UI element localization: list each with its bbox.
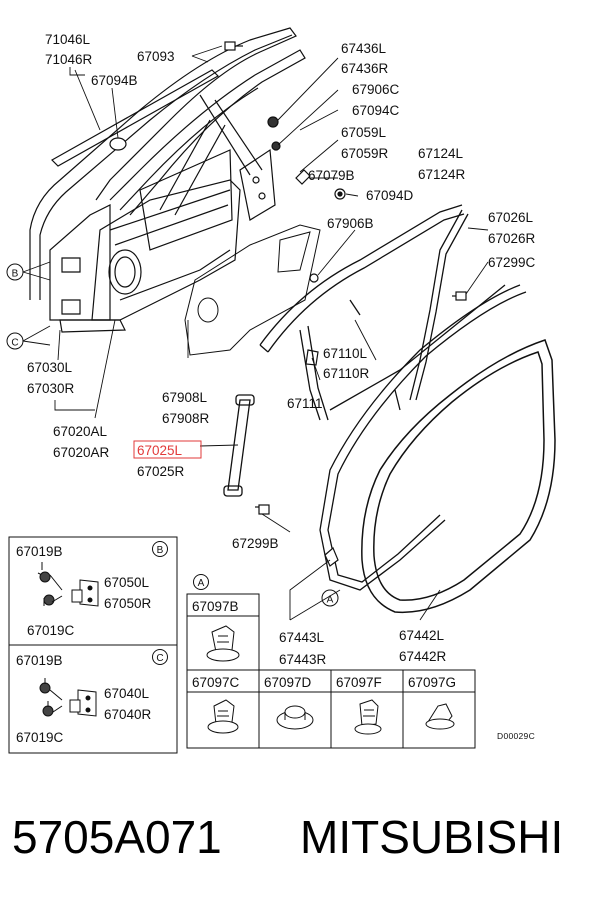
door-frame-assembly	[29, 27, 306, 333]
door-check-arm	[223, 394, 255, 497]
label-67124R: 67124R	[418, 167, 466, 182]
label-67299C: 67299C	[488, 255, 536, 270]
inset-b: B 67019B 67050L 67050R 67019C	[8, 536, 178, 646]
clip-67906B-icon	[309, 273, 319, 283]
brand-name: MITSUBISHI	[300, 811, 563, 863]
label-67020AR: 67020AR	[53, 445, 110, 460]
label-67025L: 67025L	[137, 443, 183, 458]
label-71046R: 71046R	[45, 52, 93, 67]
inset-b-top-label: 67019B	[16, 544, 63, 559]
belt-molding-strip	[51, 69, 219, 167]
label-67443L: 67443L	[279, 630, 325, 645]
inset-c-hinge-icon	[39, 678, 97, 717]
label-67908R: 67908R	[162, 411, 210, 426]
callout-b-mark: B	[12, 269, 19, 280]
label-67442R: 67442R	[399, 649, 447, 664]
plug-67906C-icon	[271, 141, 281, 151]
clip-table-cell-4: 67097G	[408, 675, 456, 690]
label-67110L: 67110L	[323, 346, 368, 361]
clip-67097G-icon	[425, 703, 455, 730]
label-67025R: 67025R	[137, 464, 185, 479]
label-67906C: 67906C	[352, 82, 400, 97]
inset-b-tag: B	[157, 545, 164, 556]
bolt-67299C-icon	[452, 291, 467, 301]
inset-c-tag: C	[156, 653, 163, 664]
waterproof-film	[184, 224, 321, 356]
clip-67094B-icon	[109, 137, 127, 151]
nut-67436-icon	[267, 116, 279, 128]
highlight-box-67025L	[133, 440, 202, 459]
label-67093: 67093	[137, 49, 175, 64]
label-67094C: 67094C	[352, 103, 400, 118]
sash-weatherstrip	[394, 209, 469, 411]
part-number: 5705A071	[12, 811, 222, 863]
label-67908L: 67908L	[162, 390, 208, 405]
inset-b-bottom-label: 67019C	[27, 623, 75, 638]
clip-67097D-icon	[276, 705, 314, 730]
clip-table-tag: A	[198, 578, 205, 589]
screw-67093-icon	[224, 41, 243, 51]
clip-table: A 67097B 67097C 67097D 67097F 67097G	[186, 574, 476, 749]
clip-table-cell-3: 67097F	[336, 675, 382, 690]
drawing-code: D00029C	[497, 731, 535, 741]
label-67906B: 67906B	[327, 216, 374, 231]
label-67026L: 67026L	[488, 210, 534, 225]
inset-c-bottom-label: 67019C	[16, 730, 64, 745]
inset-b-side-label-l: 67050L	[104, 575, 150, 590]
label-67443R: 67443R	[279, 652, 327, 667]
clip-67097F-icon	[354, 699, 382, 735]
callout-c-mark: C	[11, 338, 18, 349]
inset-c-side-label-l: 67040L	[104, 686, 150, 701]
label-67436R: 67436R	[341, 61, 389, 76]
inset-b-side-label-r: 67050R	[104, 596, 152, 611]
label-67124L: 67124L	[418, 146, 464, 161]
label-71046L: 71046L	[45, 32, 91, 47]
label-67094B: 67094B	[91, 73, 138, 88]
callout-a-mark: A	[327, 595, 334, 606]
inset-c-side-label-r: 67040R	[104, 707, 152, 722]
label-67111: 67111	[287, 396, 323, 411]
fastener-icons	[109, 41, 467, 567]
label-67059R: 67059R	[341, 146, 389, 161]
inset-c-top-label: 67019B	[16, 653, 63, 668]
inset-b-hinge-icon	[37, 562, 99, 607]
clip-67097C-icon	[207, 699, 239, 734]
clip-table-cell-2: 67097D	[264, 675, 312, 690]
channel-clip	[305, 349, 319, 366]
label-67020AL: 67020AL	[53, 424, 108, 439]
nut-67094D-icon	[334, 188, 346, 200]
glass-run-channel	[259, 204, 465, 421]
label-67110R: 67110R	[323, 366, 370, 381]
label-67299B: 67299B	[232, 536, 279, 551]
label-67030R: 67030R	[27, 381, 75, 396]
label-67079B: 67079B	[308, 168, 355, 183]
door-opening-weatherstrip	[319, 284, 527, 591]
label-67442L: 67442L	[399, 628, 445, 643]
label-67026R: 67026R	[488, 231, 536, 246]
leader-lines	[22, 45, 489, 621]
inset-c: C 67019B 67040L 67040R 67019C	[8, 644, 178, 754]
label-67059L: 67059L	[341, 125, 387, 140]
clip-67097B-icon	[206, 625, 240, 662]
door-weatherstrip	[361, 339, 556, 614]
label-67436L: 67436L	[341, 41, 387, 56]
bolt-67079B-icon	[295, 169, 311, 185]
bolt-67299B-icon	[255, 504, 270, 515]
clip-table-top-cell: 67097B	[192, 599, 239, 614]
clip-table-cell-1: 67097C	[192, 675, 240, 690]
label-67094D: 67094D	[366, 188, 414, 203]
label-67030L: 67030L	[27, 360, 73, 375]
